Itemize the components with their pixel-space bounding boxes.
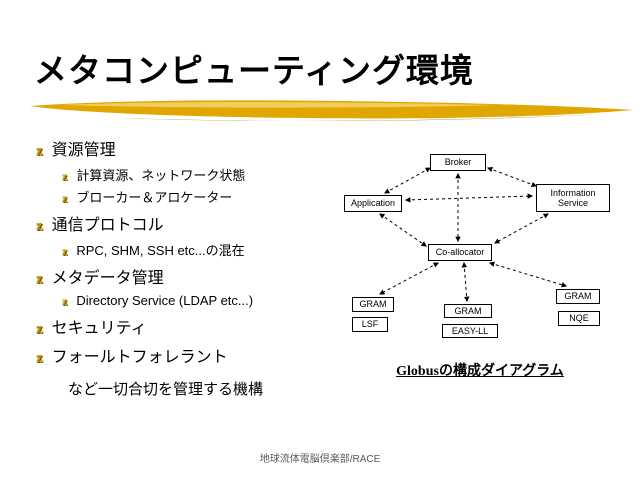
- diagram-node-gram-left: GRAM: [352, 297, 394, 312]
- bullet-text: メタデータ管理: [51, 270, 164, 287]
- diagram-node-broker: Broker: [430, 154, 486, 171]
- diagram-node-lsf: LSF: [352, 317, 388, 332]
- bullet-text: フォールトフォレラント: [51, 349, 228, 366]
- bullet-list: z 資源管理 z 計算資源、ネットワーク状態 z ブローカー＆アロケーター z …: [36, 131, 348, 372]
- diagram-node-nqe: NQE: [558, 311, 600, 326]
- bullet-icon: z: [36, 218, 43, 234]
- diagram-node-gram-right: GRAM: [556, 289, 600, 304]
- diagram-caption: Globusの構成ダイアグラム: [345, 360, 615, 380]
- diagram-node-information-service: Information Service: [536, 184, 610, 212]
- sub-bullet-item: z ブローカー＆アロケーター: [62, 187, 348, 206]
- bullet-item: z セキュリティ: [36, 314, 348, 338]
- bullet-icon: z: [62, 169, 68, 183]
- bullet-item: z 資源管理: [36, 136, 348, 160]
- bullet-icon: z: [62, 244, 68, 258]
- bullet-icon: z: [62, 294, 68, 308]
- diagram-node-application: Application: [344, 195, 402, 212]
- bullet-text: RPC, SHM, SSH etc...の混在: [76, 243, 245, 258]
- bullet-icon: z: [36, 350, 43, 366]
- bullet-text: Directory Service (LDAP etc...): [76, 293, 254, 308]
- diagram-arrows: [379, 166, 568, 303]
- diagram-caption-ja: の構成ダイアグラム: [438, 362, 564, 378]
- bullet-text: 計算資源、ネットワーク状態: [76, 168, 246, 183]
- bullet-icon: z: [36, 321, 43, 337]
- bullet-text: 資源管理: [51, 142, 116, 159]
- bullet-text: ブローカー＆アロケーター: [76, 190, 233, 205]
- sub-bullet-item: z 計算資源、ネットワーク状態: [62, 165, 348, 184]
- sub-bullet-item: z RPC, SHM, SSH etc...の混在: [62, 240, 348, 259]
- bullet-item: z 通信プロトコル: [36, 211, 348, 235]
- bullet-item: z メタデータ管理: [36, 264, 348, 288]
- diagram-node-easy: EASY-LL: [442, 324, 498, 338]
- bullet-text: セキュリティ: [51, 320, 147, 337]
- summary-note: など一切合切を管理する機構: [68, 381, 264, 398]
- bullet-icon: z: [36, 271, 43, 287]
- diagram-caption-globus: Globus: [396, 364, 439, 379]
- bullet-icon: z: [62, 191, 68, 205]
- sub-bullet-item: z Directory Service (LDAP etc...): [62, 293, 348, 309]
- slide-title: メタコンピューティング環境: [34, 52, 475, 89]
- brush-stroke-decoration: [30, 100, 633, 121]
- diagram-node-gram-mid: GRAM: [444, 304, 492, 318]
- footer-text: 地球流体電脳倶楽部/RACE: [259, 454, 381, 465]
- diagram-node-coallocator: Co-allocator: [428, 244, 492, 261]
- globus-diagram: Broker Information Service Application C…: [340, 148, 615, 348]
- bullet-text: 通信プロトコル: [51, 217, 164, 234]
- bullet-icon: z: [36, 143, 43, 159]
- bullet-item: z フォールトフォレラント: [36, 343, 348, 367]
